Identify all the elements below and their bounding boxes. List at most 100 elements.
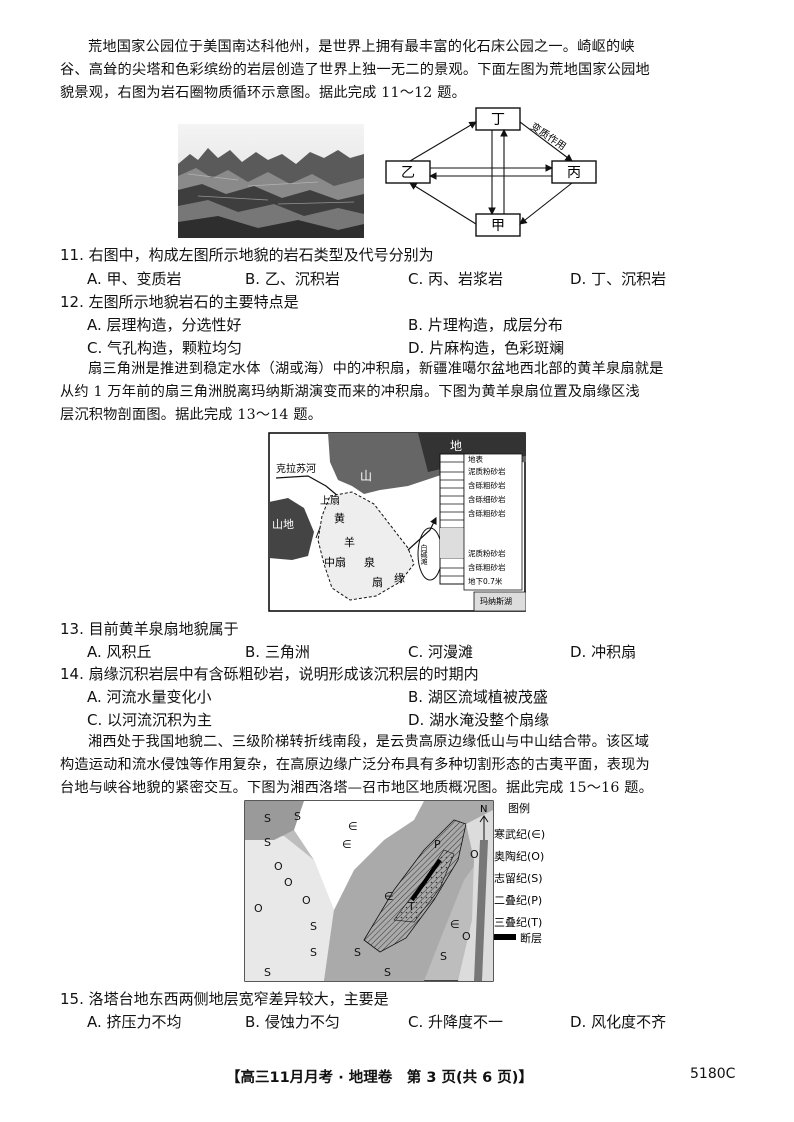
manas-lake	[473, 591, 526, 612]
ordovician-symbol-4: O	[254, 902, 263, 915]
q13-option-c[interactable]: C. 河漫滩	[408, 643, 474, 661]
legend-fault-swatch	[494, 934, 516, 940]
legend-permian: 二叠纪(P)	[494, 894, 542, 907]
layer-depth: 地下0.7米	[468, 576, 503, 586]
q11-option-d[interactable]: D. 丁、沉积岩	[570, 270, 667, 288]
metamorphism-label: 变质作用	[528, 120, 568, 153]
passage-2-line-1: 扇三角洲是推进到稳定水体（湖或海）中的冲积扇，新疆准噶尔盆地西北部的黄羊泉扇就是	[88, 361, 664, 377]
node-bottom-label: 甲	[491, 218, 505, 234]
fan-body	[317, 491, 415, 601]
layer-surface: 地表	[468, 454, 483, 464]
cambrian-symbol: ∈	[348, 820, 358, 833]
fan-edge-label-1: 扇	[372, 575, 383, 589]
upper-fan-label: 上扇	[320, 494, 340, 507]
fault-line	[410, 858, 442, 902]
q11-option-c[interactable]: C. 丙、岩浆岩	[408, 270, 504, 288]
ordovician-zone	[245, 836, 334, 981]
q13-option-d[interactable]: D. 冲积扇	[570, 643, 637, 661]
layer-1: 泥质粉砂岩	[468, 466, 506, 476]
arrow-top-to-right	[519, 121, 573, 162]
alluvial-fan-map: 地表 泥质粉砂岩 含砾粗砂岩 含砾细砂岩 含砾粗砂岩 泥质粉砂岩 含砾粗砂岩 地…	[268, 432, 526, 612]
mountain-left-label: 山地	[272, 518, 294, 531]
legend-cambrian: 寒武纪(∈)	[494, 827, 545, 841]
passage-1: 荒地国家公园位于美国南达科他州，是世界上拥有最丰富的化石床公园之一。崎岖的峡 谷…	[60, 36, 750, 105]
node-left-box	[385, 160, 431, 184]
node-top-label: 丁	[491, 112, 505, 128]
paper-code: 5180C	[690, 1066, 736, 1082]
q14-option-b[interactable]: B. 湖区流域植被茂盛	[408, 688, 548, 706]
q14-option-d[interactable]: D. 湖水淹没整个扇缘	[408, 711, 550, 729]
silurian-symbol-2: S	[294, 810, 301, 823]
node-bottom-box	[475, 213, 521, 237]
passage-2: 扇三角洲是推进到稳定水体（湖或海）中的冲积扇，新疆准噶尔盆地西北部的黄羊泉扇就是…	[60, 358, 750, 427]
question-13-stem: 13. 目前黄羊泉扇地貌属于	[60, 620, 239, 638]
silurian-symbol-4: S	[310, 920, 317, 933]
node-top-box	[475, 107, 521, 131]
layer-5: 泥质粉砂岩	[468, 548, 506, 558]
q12-option-b[interactable]: B. 片理构造，成层分布	[408, 316, 563, 334]
passage-3-line-2: 构造运动和流水侵蚀等作用复杂，在高原边缘广泛分布具有多种切割形态的古夷平面，表现…	[60, 757, 650, 773]
legend-triassic: 三叠纪(T)	[494, 916, 542, 929]
q15-option-a[interactable]: A. 挤压力不均	[87, 1013, 182, 1031]
legend-fault: 断层	[520, 931, 542, 945]
layer-2: 含砾粗砂岩	[468, 480, 506, 490]
q15-option-d[interactable]: D. 风化度不齐	[570, 1013, 667, 1031]
fan-name-1: 黄	[334, 511, 345, 525]
geologic-map: ∈ ∈ ∈ ∈ S S S S S S S S S O O O O O O P …	[244, 800, 494, 982]
q14-option-c[interactable]: C. 以河流沉积为主	[87, 711, 213, 729]
cambrian-symbol-3: ∈	[384, 890, 394, 903]
node-left-label: 乙	[401, 165, 415, 181]
permian-zone	[363, 819, 467, 953]
layer-3: 含砾细砂岩	[468, 494, 506, 504]
silurian-symbol-3: S	[264, 836, 271, 849]
layer-6: 含砾粗砂岩	[468, 562, 506, 572]
white-alkali-label: 白碱滩	[420, 543, 428, 566]
arrow-right-to-bottom	[519, 182, 573, 225]
question-11-stem: 11. 右图中，构成左图所示地貌的岩石类型及代号分别为	[60, 246, 434, 264]
north-label: N	[480, 804, 487, 815]
silurian-left	[245, 801, 304, 840]
cambrian-symbol-2: ∈	[342, 838, 352, 851]
arrow-bottom-to-left	[409, 182, 477, 225]
silurian-symbol-9: S	[440, 950, 447, 963]
legend-silurian: 志留纪(S)	[494, 872, 543, 885]
rock-cycle-diagram: 丁 乙 丙 甲 变质作用	[385, 107, 597, 237]
q11-option-a[interactable]: A. 甲、变质岩	[87, 270, 182, 288]
arrow-left-to-top	[409, 121, 477, 162]
node-right-label: 丙	[567, 165, 581, 181]
fan-edge-label-2: 缘	[394, 572, 405, 585]
layer-4: 含砾粗砂岩	[468, 508, 506, 518]
fan-name-2: 羊	[344, 535, 355, 549]
mountain-top-label: 地	[450, 439, 462, 453]
q15-option-b[interactable]: B. 侵蚀力不匀	[245, 1013, 340, 1031]
question-14-stem: 14. 扇缘沉积岩层中有含砾粗砂岩，说明形成该沉积层的时期内	[60, 665, 479, 683]
legend-title: 图例	[508, 801, 530, 815]
passage-3-line-1: 湘西处于我国地貌二、三级阶梯转折线南段，是云贵高原边缘低山与中山结合带。该区域	[88, 734, 650, 750]
question-15-stem: 15. 洛塔台地东西两侧地层宽窄差异较大，主要是	[60, 990, 389, 1008]
strat-column	[439, 453, 523, 591]
cambrian-zone	[294, 801, 424, 910]
triassic-symbol: T	[407, 900, 415, 913]
q15-option-c[interactable]: C. 升降度不一	[408, 1013, 504, 1031]
passage-3: 湘西处于我国地貌二、三级阶梯转折线南段，是云贵高原边缘低山与中山结合带。该区域 …	[60, 731, 750, 800]
permian-symbol: P	[434, 838, 441, 851]
q12-option-a[interactable]: A. 层理构造，分选性好	[87, 316, 242, 334]
q13-option-a[interactable]: A. 风积丘	[87, 643, 152, 661]
q13-option-b[interactable]: B. 三角洲	[245, 643, 310, 661]
passage-1-line-3: 貌景观，右图为岩石圈物质循环示意图。据此完成 11～12 题。	[60, 85, 467, 101]
silurian-symbol-6: S	[354, 946, 361, 959]
silurian-symbol-8: S	[384, 966, 391, 979]
lake-label: 玛纳斯湖	[480, 596, 512, 606]
silurian-symbol-5: S	[310, 946, 317, 959]
q12-option-c[interactable]: C. 气孔构造，颗粒均匀	[87, 339, 243, 357]
silurian-symbol-7: S	[264, 966, 271, 979]
q12-option-d[interactable]: D. 片麻构造，色彩斑斓	[408, 339, 565, 357]
q11-option-b[interactable]: B. 乙、沉积岩	[245, 270, 340, 288]
q14-option-a[interactable]: A. 河流水量变化小	[87, 688, 212, 706]
node-right-box	[551, 160, 597, 184]
badlands-landscape-photo	[178, 124, 364, 238]
ordovician-symbol-6: O	[462, 930, 471, 943]
ordovician-symbol-2: O	[284, 876, 293, 889]
western-mountain	[269, 498, 314, 560]
